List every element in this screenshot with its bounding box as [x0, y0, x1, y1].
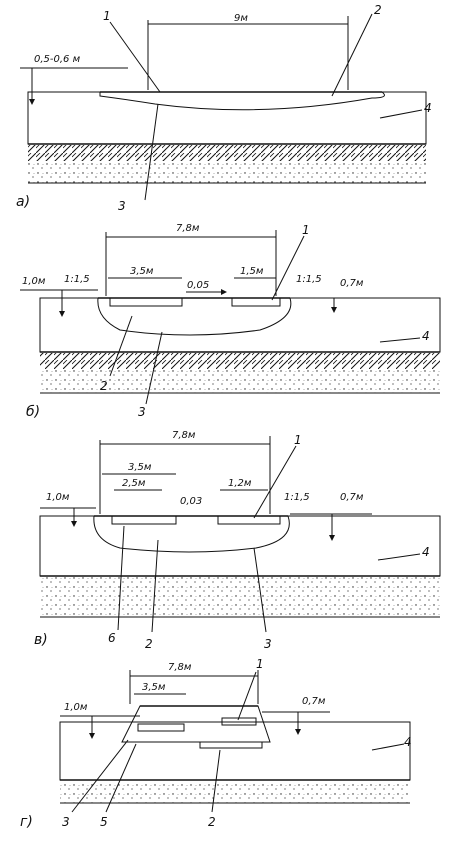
panel-g: 7,8м 3,5м 1,0м 0,7м 1 2 3 5 4 г)	[20, 657, 412, 830]
callout-2: 2	[100, 379, 108, 393]
callout-3: 3	[138, 405, 146, 419]
slope-right-label: 1:1,5	[284, 492, 310, 503]
dim-right-part-label: 1,2м	[228, 478, 252, 489]
callout-4-leader	[379, 337, 421, 343]
callout-1: 1	[103, 9, 111, 23]
hatch-layer	[40, 353, 440, 369]
panel-v: 7,8м 3,5м 2,5м 0,03 1,2м 1,0м 1:1,5 0,7м…	[34, 430, 441, 651]
left-slab	[111, 515, 177, 525]
dim-total-label: 7,8м	[172, 430, 196, 441]
callout-3: 3	[62, 815, 70, 829]
dim-left-part-label: 3,5м	[142, 682, 166, 693]
callout-1-leader	[253, 445, 297, 519]
callout-1-leader	[271, 235, 305, 301]
dim-right-part-label: 1,5м	[240, 266, 264, 277]
callout-6-leader	[117, 525, 125, 631]
panel-b-label: б)	[26, 404, 40, 420]
callout-1: 1	[294, 433, 302, 447]
dim-depth-label: 0,5-0,6 м	[34, 54, 81, 65]
callout-4: 4	[422, 545, 430, 559]
dim-left-part-label: 3,5м	[128, 462, 152, 473]
callout-6: 6	[108, 631, 116, 645]
callout-4: 4	[422, 329, 430, 343]
callout-5-leader	[105, 743, 137, 813]
callout-3-leader	[145, 331, 163, 405]
callout-4-leader	[377, 553, 421, 561]
callout-3: 3	[118, 199, 126, 213]
callout-1-leader	[237, 671, 257, 721]
dim-total-label: 7,8м	[176, 223, 200, 234]
sand-base-layer	[60, 781, 410, 803]
dim-depth-label: 1,0м	[22, 276, 46, 287]
callout-1: 1	[256, 657, 264, 671]
callout-3-leader	[71, 739, 129, 813]
right-slab	[217, 515, 281, 525]
callout-4-leader	[379, 109, 423, 119]
callout-4-leader	[371, 743, 405, 751]
dim-right-depth-label: 0,7м	[340, 492, 364, 503]
callout-2: 2	[208, 815, 216, 829]
slope-right-label: 1:1,5	[296, 274, 322, 285]
callout-2: 2	[145, 637, 153, 651]
fill-lens	[93, 515, 290, 553]
dim-gap-label: 0,03	[180, 496, 202, 507]
panel-g-label: г)	[20, 814, 33, 830]
hatch-layer	[28, 145, 426, 161]
dim-depth-label: 1,0м	[64, 702, 88, 713]
callout-4: 4	[424, 101, 432, 115]
callout-1: 1	[302, 223, 310, 237]
callout-2-leader	[151, 539, 159, 633]
callout-4: 4	[404, 735, 412, 749]
panel-v-label: в)	[34, 632, 48, 648]
dim-depth-label: 1,0м	[46, 492, 70, 503]
sand-base-layer	[40, 369, 440, 393]
panel-a: 9м 0,5-0,6 м 1 2 3 4 а)	[16, 3, 432, 213]
dim-right-depth-label: 0,7м	[340, 278, 364, 289]
base-slab	[199, 741, 263, 749]
callout-3-leader	[144, 103, 159, 201]
sand-base-layer	[40, 577, 440, 617]
grid-layer	[59, 721, 411, 781]
left-slab	[137, 723, 185, 732]
callout-5: 5	[100, 815, 108, 829]
callout-2: 2	[374, 3, 382, 17]
dim-left-part-label: 3,5м	[130, 266, 154, 277]
sand-base-layer	[28, 161, 426, 183]
fill-lens	[97, 297, 292, 336]
callout-2-leader	[331, 13, 373, 97]
panel-a-label: а)	[16, 194, 30, 210]
slope-left-label: 1:1,5	[64, 274, 90, 285]
callout-2-leader	[109, 315, 133, 377]
callout-3: 3	[264, 637, 272, 651]
dim-gap-label: 0,05	[187, 280, 209, 291]
fill-lens	[99, 91, 385, 111]
callout-3-leader	[253, 547, 267, 633]
dim-width-label: 9м	[234, 13, 248, 24]
callout-1-leader	[109, 21, 161, 93]
left-slab	[109, 297, 183, 307]
grid-layer	[27, 91, 427, 145]
callout-2-leader	[211, 749, 221, 813]
dim-inner-part-label: 2,5м	[122, 478, 146, 489]
dim-right-depth-label: 0,7м	[302, 696, 326, 707]
panel-b: 7,8м 3,5м 1,5м 0,05 1,0м 1:1,5 1:1,5 0,7…	[20, 223, 441, 420]
grid-layer	[39, 515, 441, 577]
dim-total-label: 7,8м	[168, 662, 192, 673]
